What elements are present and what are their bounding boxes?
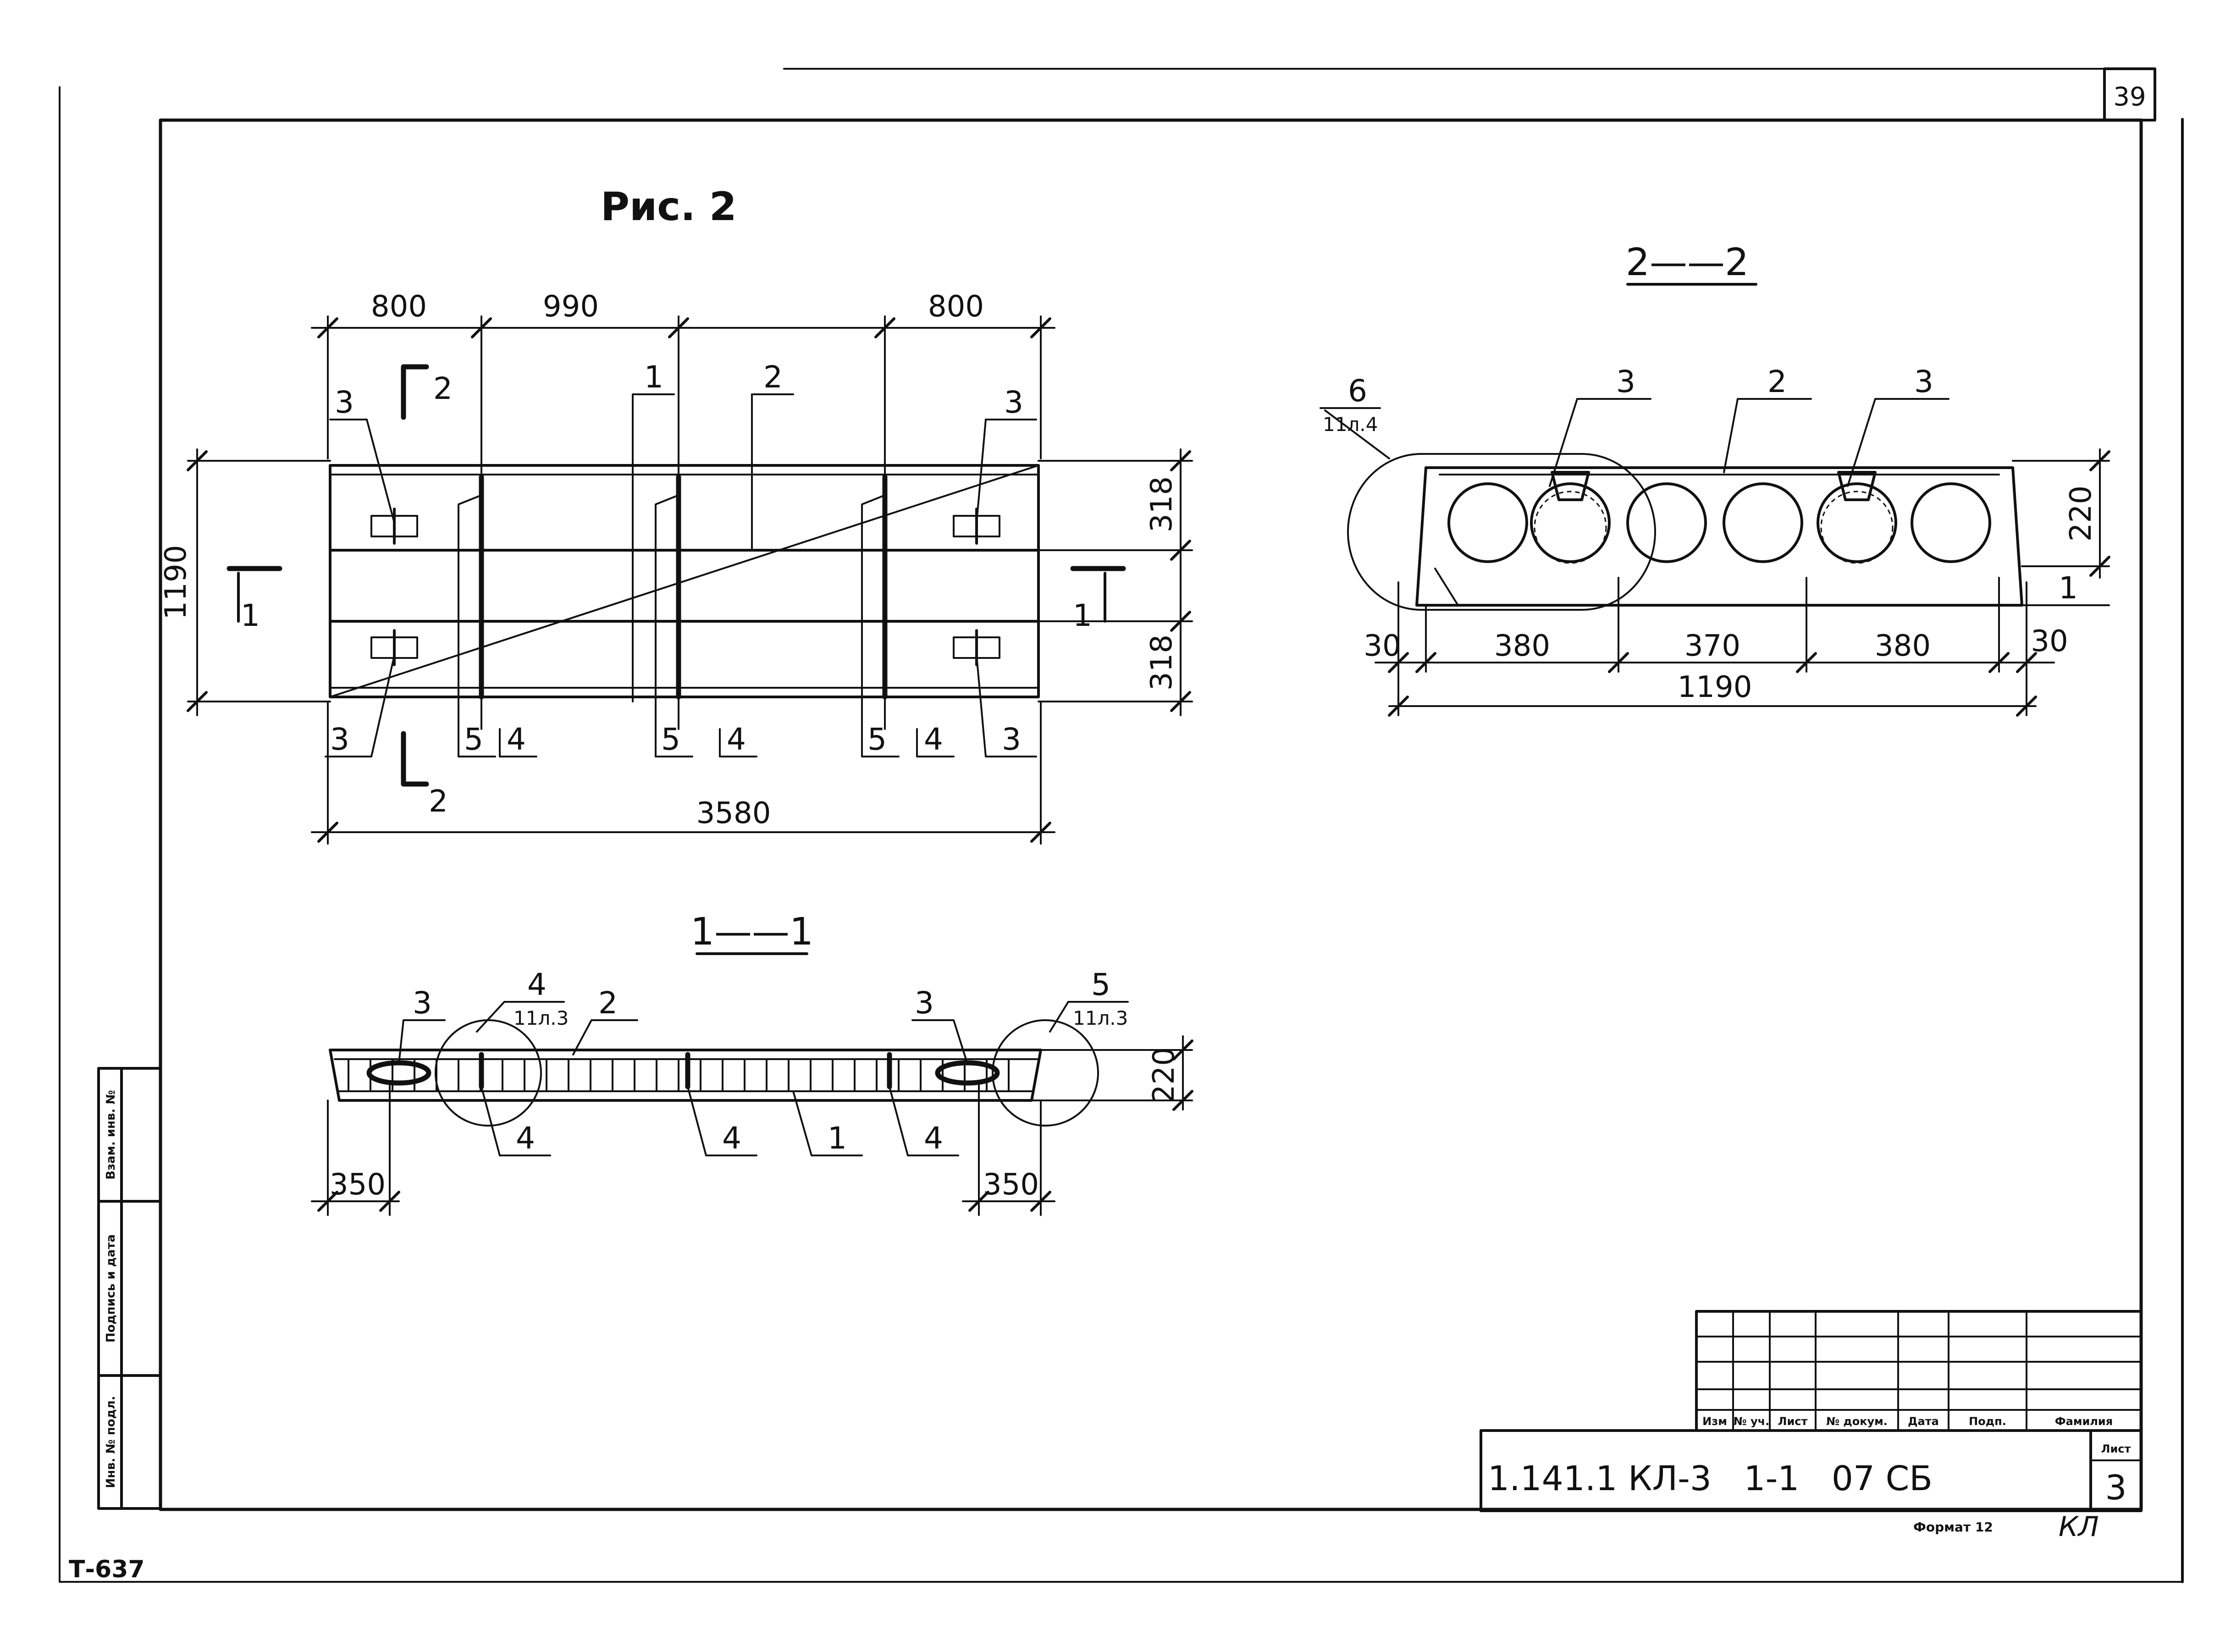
plan-callout-4-c: 4 — [924, 722, 943, 757]
section-mark-1-right: 1 — [1073, 598, 1092, 633]
plan-dimension-left: 1190 — [159, 448, 331, 716]
plan-dimension-right: 318 318 — [1038, 448, 1193, 716]
s22-callout-3-right: 3 — [1914, 364, 1933, 399]
side-stamp-field-1: Взам. инв. № — [104, 1090, 118, 1180]
s22-callout-2: 2 — [1767, 364, 1787, 399]
s11-callout-1: 1 — [828, 1121, 847, 1156]
plan-callout-2: 2 — [763, 359, 783, 395]
beam-stirrups — [348, 1058, 1010, 1092]
plan-callouts-bottom: 3 5 4 5 4 5 4 3 — [325, 655, 1037, 757]
document-code: 1.141.1 КЛ-3 1-1 07 СБ — [1488, 1459, 1933, 1498]
side-stamp-field-2: Подпись и дата — [104, 1234, 118, 1343]
s11-dim-right: 350 — [983, 1168, 1039, 1202]
detail-ref-4-sheet: 11л.3 — [514, 1007, 569, 1029]
page-number: 39 — [2113, 82, 2146, 112]
hatched-void-left — [1534, 491, 1607, 564]
plan-callouts-top: 3 1 2 3 — [329, 359, 1037, 702]
s11-callout-4-b: 4 — [722, 1121, 741, 1156]
plan-dim-top-2: 990 — [543, 290, 599, 324]
sheet-label: Лист — [2101, 1442, 2131, 1455]
s22-dim-380-right: 380 — [1875, 629, 1931, 663]
figure-title: Рис. 2 — [601, 184, 737, 230]
s11-callout-4-c: 4 — [924, 1121, 943, 1156]
s11-callout-2: 2 — [598, 985, 618, 1021]
tb-header-familiya: Фамилия — [2055, 1415, 2113, 1428]
side-stamp: Взам. инв. № Подпись и дата Инв. № подл. — [97, 1067, 162, 1510]
plan-callout-3-bottom-right: 3 — [1002, 722, 1021, 757]
s22-dim-380-left: 380 — [1494, 629, 1550, 663]
s22-dim-370: 370 — [1684, 629, 1740, 663]
detail-ref-4-number: 4 — [527, 967, 547, 1002]
tb-header-dokum: № докум. — [1826, 1415, 1888, 1428]
plan-dim-right-1: 318 — [1145, 476, 1179, 532]
side-stamp-field-3: Инв. № подл. — [104, 1396, 118, 1488]
detail-ref-5-number: 5 — [1091, 967, 1110, 1002]
s11-callout-3-left: 3 — [413, 985, 432, 1021]
title-block: Изм № уч. Лист № докум. Дата Подп. Фамил… — [1480, 1310, 2143, 1535]
plan-dim-total-length: 3580 — [696, 796, 771, 830]
detail-ref-6-sheet: 11л.4 — [1323, 413, 1378, 436]
section-1-1-title: 1——1 — [690, 910, 813, 954]
plan-view: 800 990 800 3580 1190 — [159, 290, 1193, 845]
tb-header-podp: Подп. — [1969, 1415, 2006, 1428]
lifting-loops — [370, 508, 1000, 666]
s22-dim-30-left: 30 — [1364, 629, 1401, 663]
s11-callout-3-right: 3 — [915, 985, 934, 1021]
s11-callout-4-a: 4 — [516, 1121, 535, 1156]
detail-ref-5-sheet: 11л.3 — [1073, 1007, 1128, 1029]
plan-callout-5-b: 5 — [661, 722, 680, 757]
stamp-mark: КЛ — [2059, 1511, 2099, 1543]
detail-ref-6-number: 6 — [1348, 373, 1367, 409]
section-mark-2-bottom: 2 — [429, 784, 448, 819]
s22-dim-total: 1190 — [1678, 670, 1752, 704]
section-2-2: 2——2 6 11л.4 3 2 3 1 — [1320, 241, 2110, 717]
sheet-number: 3 — [2105, 1468, 2126, 1508]
inventory-code: Т-637 — [69, 1556, 145, 1583]
tb-header-uch: № уч. — [1734, 1415, 1769, 1428]
plan-callout-3-top-right: 3 — [1004, 385, 1023, 420]
tb-header-data: Дата — [1908, 1415, 1939, 1428]
plan-callout-5-a: 5 — [464, 722, 483, 757]
plan-dim-right-2: 318 — [1145, 635, 1179, 691]
tb-header-izm: Изм — [1702, 1415, 1727, 1428]
plan-callout-5-c: 5 — [867, 722, 887, 757]
plan-callout-4-a: 4 — [507, 722, 526, 757]
plan-dim-width: 1190 — [159, 545, 193, 620]
s22-callout-1: 1 — [2059, 570, 2078, 606]
s11-dim-height: 220 — [1147, 1047, 1181, 1103]
reinforcement-frames — [458, 474, 888, 730]
s11-dim-left: 350 — [330, 1168, 386, 1202]
hatched-void-right — [1820, 491, 1894, 564]
tb-header-list: Лист — [1778, 1415, 1808, 1428]
plan-callout-4-b: 4 — [727, 722, 746, 757]
plan-dim-top-3: 800 — [928, 290, 984, 324]
section-2-2-title: 2——2 — [1626, 241, 1749, 284]
plan-callout-3-top-left: 3 — [335, 385, 354, 420]
detail-circle-5 — [992, 1019, 1099, 1127]
s22-dim-30-right: 30 — [2031, 624, 2068, 658]
plan-callout-1: 1 — [644, 359, 663, 395]
sheet-frame — [59, 67, 2184, 1583]
plan-callout-3-bottom-left: 3 — [330, 722, 349, 757]
plan-dimensions-top: 800 990 800 — [311, 290, 1055, 478]
section-1-1: 1——1 4 11л.3 5 11л.3 3 2 3 4 — [311, 910, 1193, 1216]
format-label: Формат 12 — [1913, 1519, 1993, 1535]
s22-dim-height: 220 — [2064, 486, 2098, 541]
section-mark-2-top: 2 — [433, 371, 453, 406]
plan-dim-top-1: 800 — [371, 290, 427, 324]
section-mark-1-left: 1 — [241, 598, 260, 633]
s22-callout-3-left: 3 — [1616, 364, 1635, 399]
plan-section-markers: 2 2 1 1 — [226, 364, 1126, 819]
plan-dimension-bottom: 3580 — [311, 701, 1055, 845]
